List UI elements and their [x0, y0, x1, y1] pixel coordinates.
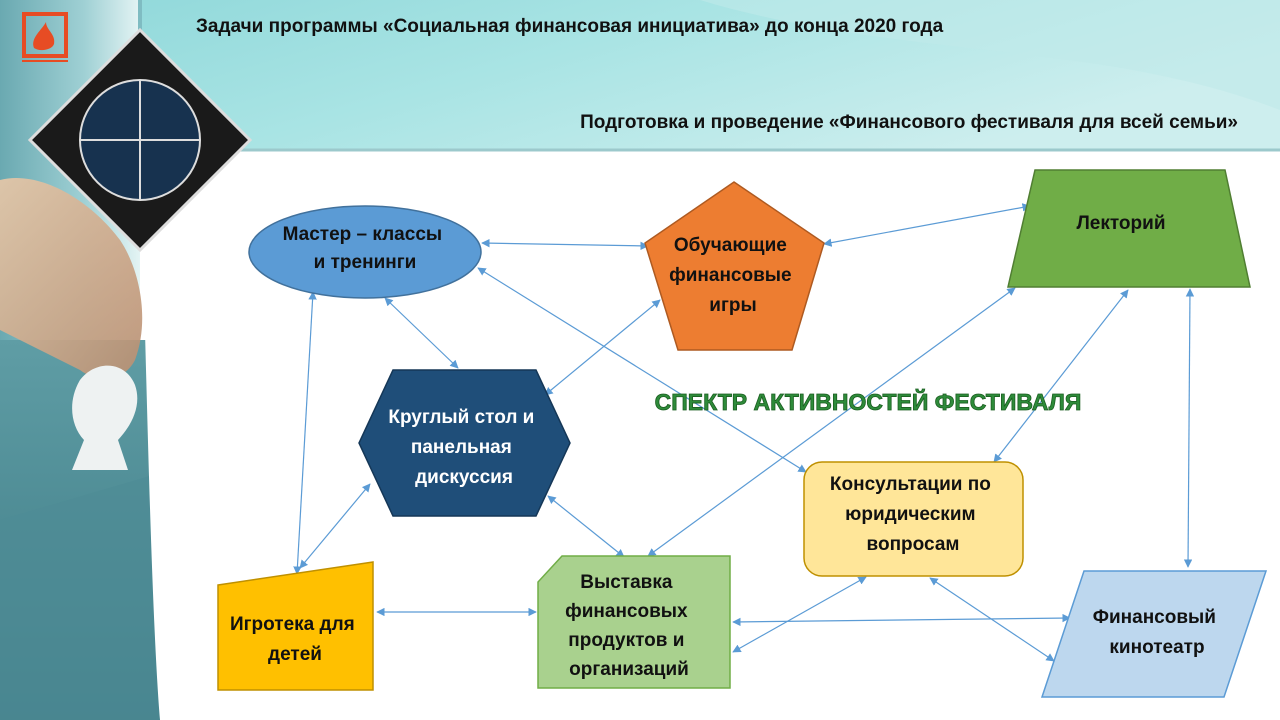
connector-lectorium-exhibition — [647, 287, 1016, 557]
node-round-table-label: Круглый стол и панельная дискуссия — [388, 407, 539, 488]
diagram-center-label: СПЕКТР АКТИВНОСТЕЙ ФЕСТИВАЛЯ — [655, 388, 1082, 415]
node-playroom-shape — [217, 561, 374, 691]
node-exhibition-label: Выставка финансовых продуктов и организа… — [565, 572, 693, 680]
node-cinema-label: Финансовый кинотеатр — [1093, 607, 1221, 658]
node-exhibition-shape — [537, 555, 731, 689]
connector-roundtable-exhibition — [547, 495, 625, 558]
node-games-label: Обучающие финансовые игры — [669, 235, 797, 316]
node-consultations-shape — [803, 461, 1024, 577]
connector-games-lectorium — [823, 203, 1031, 247]
node-cinema-shape — [1040, 570, 1268, 698]
slide-title: Задачи программы «Социальная финансовая … — [196, 16, 944, 37]
connector-consult-cinema — [929, 577, 1055, 662]
connector-games-roundtable — [544, 299, 661, 396]
connector-lectorium-cinema — [1183, 288, 1195, 568]
node-playroom-label: Игротека для детей — [230, 614, 360, 665]
lower-left-keyboard — [0, 470, 170, 720]
node-master-classes-label: Мастер – классы и тренинги — [283, 224, 448, 273]
hand-illustration — [0, 178, 143, 379]
connectors — [293, 203, 1195, 662]
header-band-wave — [700, 0, 1280, 110]
connector-master-games — [481, 238, 649, 251]
node-master-classes-shape — [248, 205, 482, 299]
node-lectorium-shape — [1007, 169, 1251, 288]
connector-lectorium-consult — [993, 289, 1129, 463]
connector-master-roundtable — [384, 297, 459, 369]
diamond-crosshair-ornament — [27, 27, 253, 253]
connector-roundtable-playroom — [299, 483, 371, 569]
connector-exhibition-consult — [732, 576, 867, 653]
slide-subtitle: Подготовка и проведение «Финансового фес… — [580, 112, 1238, 133]
brand-logo — [22, 12, 68, 62]
node-games-shape — [644, 181, 825, 351]
node-round-table-shape — [358, 369, 571, 517]
node-lectorium-label: Лекторий — [1076, 213, 1165, 234]
chess-piece-illustration — [72, 365, 138, 470]
node-consultations-label: Консультации по юридическим вопросам — [830, 474, 996, 555]
